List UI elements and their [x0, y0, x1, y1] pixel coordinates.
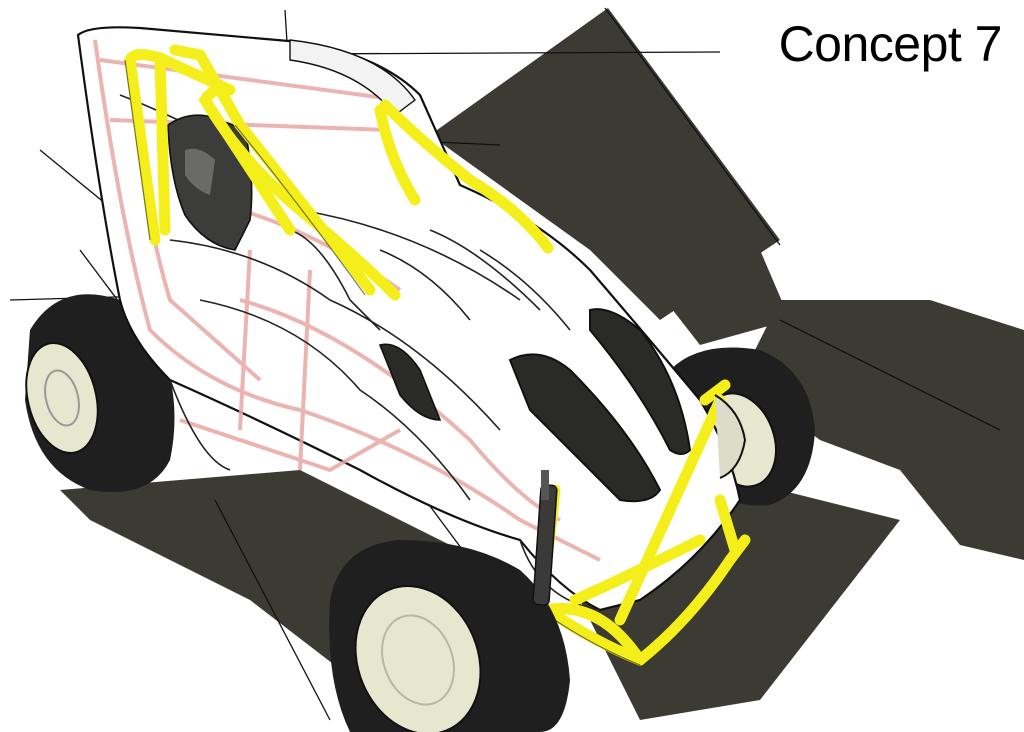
- hood-vent-right: [589, 308, 692, 455]
- rear-left-wheel: [25, 294, 175, 492]
- front-right-hub: [714, 394, 747, 479]
- front-shock: [532, 470, 558, 606]
- body-shell: [76, 26, 742, 612]
- front-left-wheel: [329, 540, 570, 732]
- roll-cage: [124, 44, 751, 666]
- concept-title: Concept 7: [778, 16, 1003, 72]
- hood-vent-center: [508, 353, 662, 503]
- side-intake: [378, 343, 442, 421]
